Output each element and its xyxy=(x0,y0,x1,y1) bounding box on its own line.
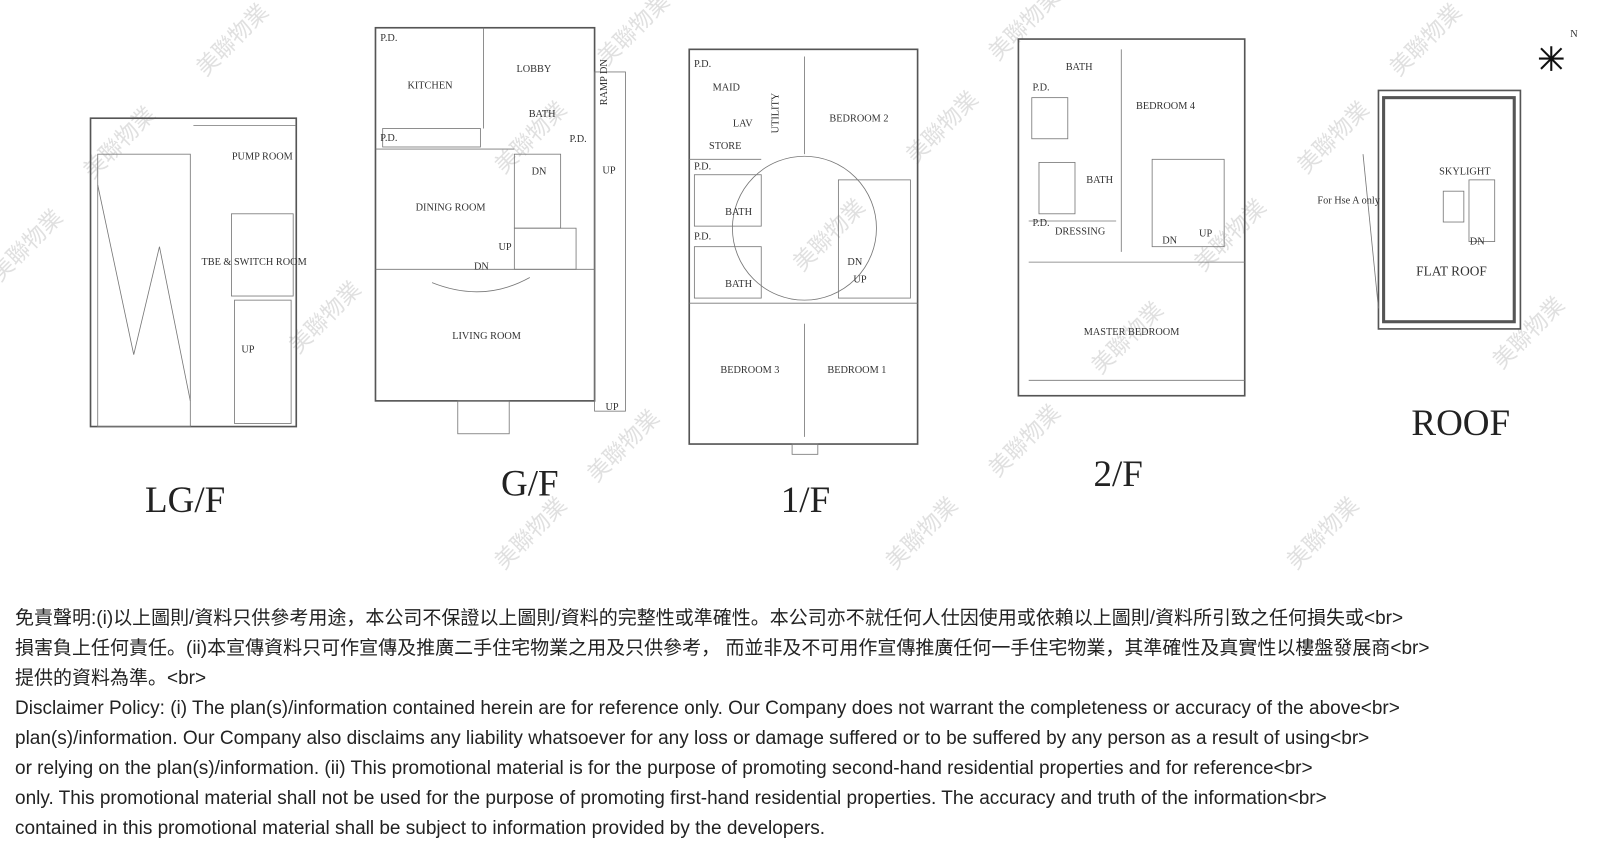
floor-title: G/F xyxy=(501,463,559,504)
room-label: P.D. xyxy=(694,231,711,242)
room-label: TBE & SWITCH ROOM xyxy=(201,257,306,268)
room-label: UP xyxy=(606,402,619,413)
room-label: LIVING ROOM xyxy=(452,331,521,342)
room-label: KITCHEN xyxy=(407,80,453,91)
disclaimer-line: 損害負上任何責任。(ii)本宣傳資料只可作宣傳及推廣二手住宅物業之用及只供參考，… xyxy=(15,638,1430,659)
plan-1f xyxy=(688,48,919,455)
plan-roof xyxy=(1362,89,1522,330)
room-label: BATH xyxy=(725,207,752,218)
watermark-logo: 美聯物業 xyxy=(984,400,1066,482)
disclaimer-line: 免責聲明:(i)以上圖則/資料只供參考用途，本公司不保證以上圖則/資料的完整性或… xyxy=(15,608,1404,629)
room-label: UP xyxy=(499,242,512,253)
watermark-logo: 美聯物業 xyxy=(881,492,963,574)
north-label: N xyxy=(1570,29,1578,40)
plan-2f xyxy=(1017,38,1246,397)
room-label: UTILITY xyxy=(771,92,782,133)
room-label: P.D. xyxy=(380,33,397,44)
watermark-logo: 美聯物業 xyxy=(1282,492,1364,574)
disclaimer-line: contained in this promotional material s… xyxy=(15,818,826,839)
watermark-logo: 美聯物業 xyxy=(984,0,1066,66)
room-label: DN xyxy=(1470,237,1485,248)
room-label: BATH xyxy=(725,279,752,290)
room-label: P.D. xyxy=(1032,218,1049,229)
room-label: DN xyxy=(532,167,547,178)
room-label: BATH xyxy=(529,109,556,120)
watermark-logo: 美聯物業 xyxy=(490,492,572,574)
floor-title: LG/F xyxy=(145,480,225,521)
room-label: UP xyxy=(602,166,615,177)
room-label: FLAT ROOF xyxy=(1416,263,1487,278)
room-label: BATH xyxy=(1066,62,1093,73)
floor-title: 2/F xyxy=(1094,454,1143,495)
room-label: BEDROOM 3 xyxy=(720,365,779,376)
room-label: LAV xyxy=(733,118,753,129)
room-label: MASTER BEDROOM xyxy=(1084,327,1180,338)
disclaimer-line: or relying on the plan(s)/information. (… xyxy=(15,758,1313,779)
room-label: P.D. xyxy=(694,59,711,70)
room-label: P.D. xyxy=(1032,82,1049,93)
floor-title: ROOF xyxy=(1411,403,1510,444)
room-label: DRESSING xyxy=(1055,226,1106,237)
watermark-logo: 美聯物業 xyxy=(582,405,664,487)
room-label: LOBBY xyxy=(516,64,551,75)
room-label: BEDROOM 2 xyxy=(829,113,888,124)
watermark-logo: 美聯物業 xyxy=(192,0,274,81)
room-label: BATH xyxy=(1086,175,1113,186)
floor-plans: 美聯物業美聯物業美聯物業美聯物業美聯物業美聯物業美聯物業美聯物業美聯物業美聯物業… xyxy=(0,0,1578,575)
disclaimer-line: only. This promotional material shall no… xyxy=(15,788,1327,809)
watermark-logo: 美聯物業 xyxy=(1488,292,1570,374)
room-label: UP xyxy=(853,275,866,286)
watermark-logo: 美聯物業 xyxy=(1292,97,1374,179)
disclaimer-line: 提供的資料為準。<br> xyxy=(15,668,207,689)
room-label: BEDROOM 1 xyxy=(827,365,886,376)
room-labels: LG/F PUMP ROOM TBE & SWITCH ROOM UP G/F KITCH… xyxy=(145,33,1510,521)
watermark-logo: 美聯物業 xyxy=(1385,0,1467,81)
north-arrow-icon: N xyxy=(1538,29,1578,71)
watermark-logo: 美聯物業 xyxy=(901,86,983,168)
room-label: UP xyxy=(241,345,254,356)
watermark-logo: 美聯物業 xyxy=(1087,297,1169,379)
room-label: BEDROOM 4 xyxy=(1136,101,1195,112)
room-label: DN xyxy=(847,257,862,268)
room-label: For Hse A only xyxy=(1317,196,1380,207)
room-label: MAID xyxy=(713,82,740,93)
room-label: SKYLIGHT xyxy=(1439,167,1491,178)
room-label: PUMP ROOM xyxy=(232,151,293,162)
room-label: DN xyxy=(474,261,489,272)
room-label: P.D. xyxy=(694,162,711,173)
disclaimer-line: plan(s)/information. Our Company also di… xyxy=(15,728,1370,749)
room-label: DN xyxy=(1162,236,1177,247)
room-label: UP xyxy=(1199,228,1212,239)
room-label: P.D. xyxy=(380,133,397,144)
disclaimer: 免責聲明:(i)以上圖則/資料只供參考用途，本公司不保證以上圖則/資料的完整性或… xyxy=(15,604,1613,844)
plan-gf xyxy=(374,26,626,435)
room-label: STORE xyxy=(709,141,741,152)
plan-lgf xyxy=(89,117,298,428)
room-label: RAMP DN xyxy=(599,59,610,106)
room-label: DINING ROOM xyxy=(416,203,486,214)
room-label: P.D. xyxy=(570,134,587,145)
watermark-logo: 美聯物業 xyxy=(0,205,68,287)
floor-title: 1/F xyxy=(781,480,830,521)
disclaimer-line: Disclaimer Policy: (i) The plan(s)/infor… xyxy=(15,698,1400,719)
floor-plan-drawing: 美聯物業美聯物業美聯物業美聯物業美聯物業美聯物業美聯物業美聯物業美聯物業美聯物業… xyxy=(0,0,1578,575)
